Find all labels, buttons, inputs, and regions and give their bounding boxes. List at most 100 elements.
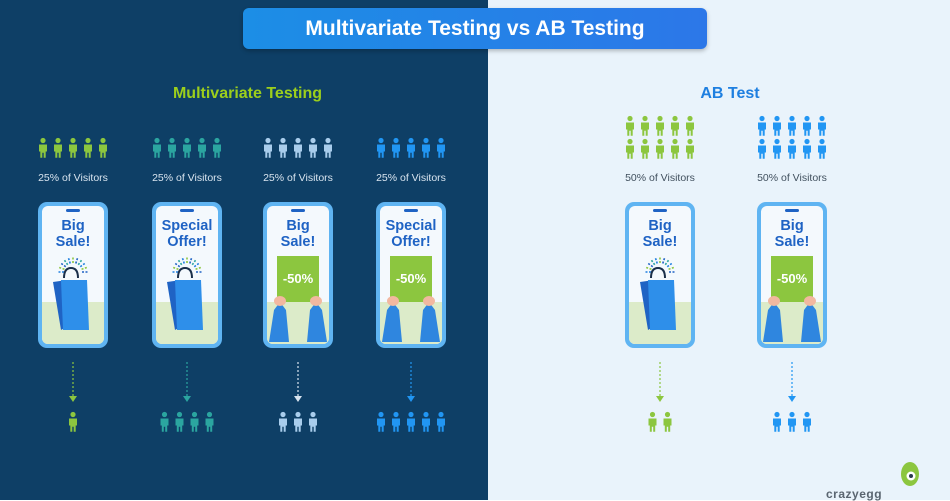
phone-headline-line-2: Offer! (167, 234, 207, 250)
converted-visitors (773, 411, 811, 432)
person-icon (626, 115, 634, 136)
person-icon (153, 137, 161, 158)
person-icon (818, 115, 826, 136)
person-icon (160, 411, 169, 432)
visitors-share-label: 25% of Visitors (38, 172, 108, 184)
phone-mockup (757, 202, 827, 348)
person-icon (788, 138, 796, 159)
phone-headline-line-1: Special (161, 218, 213, 234)
person-icon (773, 138, 781, 159)
person-icon (648, 411, 657, 432)
phone-headline-line-2: Offer! (391, 234, 431, 250)
person-icon (818, 138, 826, 159)
person-icon (54, 137, 62, 158)
person-icon (264, 137, 272, 158)
visitors-share-label: 50% of Visitors (757, 172, 827, 184)
arrow-head (183, 396, 191, 402)
phone-headline-line-1: Big (648, 218, 672, 234)
visitors-share-label: 50% of Visitors (625, 172, 695, 184)
person-icon (190, 411, 199, 432)
visitor-group-top (153, 137, 221, 158)
person-icon (294, 137, 302, 158)
right-arm (420, 302, 440, 342)
left-arm (269, 302, 289, 342)
left-hand (768, 296, 780, 306)
person-icon (788, 115, 796, 136)
discount-badge: -50% (776, 271, 808, 286)
right-hand (310, 296, 322, 306)
left-hand (387, 296, 399, 306)
person-icon (294, 411, 302, 432)
phone-mockup (625, 202, 695, 348)
person-icon (437, 137, 445, 158)
flow-arrow (69, 362, 77, 402)
right-arm (801, 302, 821, 342)
person-icon (803, 115, 811, 136)
discount-sign-icon (763, 256, 821, 342)
converted-visitors (68, 411, 77, 432)
arrow-head (788, 396, 796, 402)
person-icon (656, 138, 664, 159)
discount-badge: -50% (282, 271, 314, 286)
person-icon (392, 411, 400, 432)
person-icon (773, 411, 781, 432)
visitor-group-top (626, 115, 694, 159)
right-hand (423, 296, 435, 306)
converted-visitors (279, 411, 317, 432)
phone-speaker (653, 209, 667, 212)
person-icon (83, 137, 92, 158)
discount-sign-icon (382, 256, 440, 342)
person-icon (641, 115, 649, 136)
person-icon (773, 115, 781, 136)
converted-visitors (377, 411, 445, 432)
converted-visitors (160, 411, 214, 432)
person-icon (39, 137, 47, 158)
flow-arrow (656, 362, 664, 402)
person-icon (183, 137, 191, 158)
shopping-bag-icon (640, 266, 676, 330)
discount-board (390, 256, 432, 302)
person-icon (279, 137, 287, 158)
phone-speaker (180, 209, 194, 212)
visitor-group-top (39, 137, 107, 158)
person-icon (437, 411, 445, 432)
phone-headline-line-2: Sale! (280, 234, 316, 250)
person-icon (641, 138, 649, 159)
flow-arrow (407, 362, 415, 402)
phone-headline-line-2: Sale! (774, 234, 810, 250)
person-icon (377, 411, 385, 432)
person-icon (324, 137, 332, 158)
visitor-group-top (264, 137, 332, 158)
person-icon (68, 411, 77, 432)
converted-visitors (648, 411, 672, 432)
left-arm (763, 302, 783, 342)
person-icon (671, 115, 679, 136)
person-icon (407, 411, 415, 432)
person-icon (671, 138, 679, 159)
discount-sign-icon (269, 256, 327, 342)
person-icon (422, 411, 430, 432)
person-icon (803, 138, 811, 159)
person-icon (168, 137, 176, 158)
flow-arrow (788, 362, 796, 402)
person-icon (758, 138, 766, 159)
person-icon (422, 137, 430, 158)
left-arm (382, 302, 402, 342)
person-icon (686, 138, 694, 159)
phone-headline-line-1: Big (61, 218, 85, 234)
phone-mockup (376, 202, 446, 348)
person-icon (407, 137, 415, 158)
brand-logo: crazyegg (826, 487, 918, 501)
confetti-burst (644, 256, 676, 273)
person-icon (803, 411, 811, 432)
shopping-bag-icon (167, 266, 203, 330)
shopping-bag-icon (53, 266, 89, 330)
person-icon (788, 411, 796, 432)
person-icon (279, 411, 287, 432)
person-icon (758, 115, 766, 136)
phone-speaker (404, 209, 418, 212)
discount-board (771, 256, 813, 302)
phone-speaker (785, 209, 799, 212)
confetti-burst (171, 256, 203, 273)
person-icon (663, 411, 672, 432)
